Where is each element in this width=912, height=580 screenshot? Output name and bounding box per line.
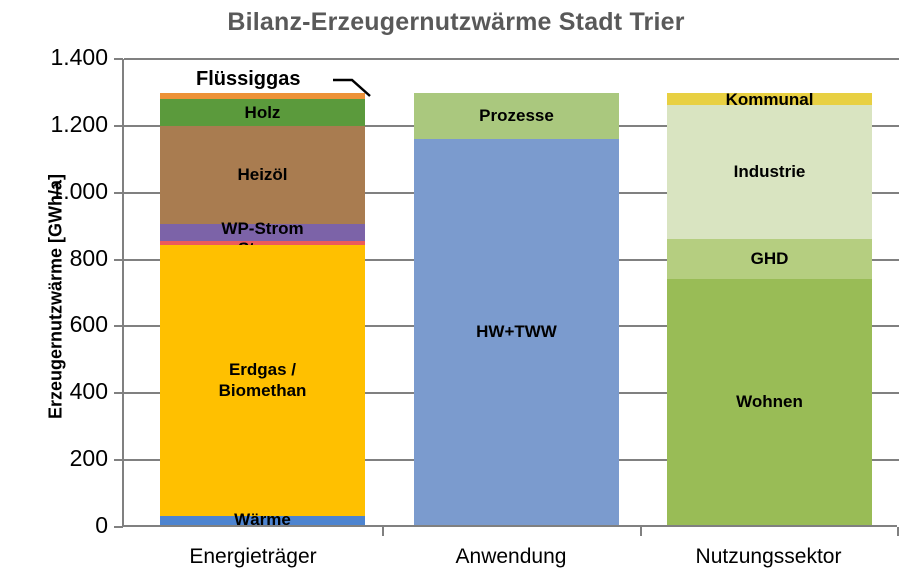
bar-segment-label: Wohnen — [736, 391, 803, 411]
x-tick-mark — [640, 527, 642, 536]
bar-segment[interactable]: Wohnen — [667, 278, 872, 525]
bar-segment[interactable]: Wärme — [160, 510, 365, 529]
y-tick-label: 600 — [69, 311, 108, 338]
y-tick-label: 200 — [69, 445, 108, 472]
bar-segment-label: Heizöl — [237, 165, 288, 185]
y-tick-label: 400 — [69, 378, 108, 405]
y-tick-label: 0 — [95, 512, 108, 538]
x-axis-label: Energieträger — [189, 545, 317, 568]
x-axis-label: Anwendung — [455, 545, 567, 568]
bar-segment[interactable]: Holz — [160, 99, 365, 127]
bar-segment[interactable]: WP-Strom — [160, 219, 365, 242]
x-axis-label: Nutzungssektor — [695, 545, 842, 568]
bar-segment[interactable]: Prozesse — [414, 92, 619, 139]
bar-segment[interactable] — [160, 93, 365, 100]
annotation-fluessiggas-label: Flüssiggas — [196, 68, 301, 90]
bar-segment-label: HW+TWW — [476, 321, 557, 341]
x-tick-mark — [382, 527, 384, 536]
y-tick-label: 1.400 — [50, 44, 108, 70]
bar-segment-label: Erdgas /Biomethan — [218, 359, 307, 400]
bar-segment[interactable]: Industrie — [667, 104, 872, 239]
y-tick-mark — [114, 58, 123, 60]
x-tick-mark — [897, 527, 899, 536]
bar-segment[interactable]: Erdgas /Biomethan — [160, 245, 365, 516]
y-tick-mark — [114, 526, 123, 528]
bar-segment[interactable]: Kommunal — [667, 90, 872, 109]
y-tick-label: 800 — [69, 244, 108, 271]
bar-segment-label: Holz — [244, 102, 281, 122]
bar-segment-label: GHD — [750, 248, 789, 268]
gridline — [124, 58, 899, 60]
y-tick-mark — [114, 191, 123, 194]
bar-segment-label: Prozesse — [479, 105, 554, 125]
y-tick-label: 1.200 — [50, 110, 108, 137]
y-tick-mark — [114, 325, 123, 328]
y-tick-mark — [114, 124, 123, 127]
bar-segment[interactable]: Heizöl — [160, 126, 365, 225]
y-tick-mark — [114, 392, 123, 395]
bar-segment[interactable]: GHD — [667, 238, 872, 279]
y-tick-mark — [114, 258, 123, 261]
bar-segment-label: Industrie — [733, 161, 806, 181]
y-tick-mark — [114, 459, 123, 462]
y-tick-label: 1.000 — [50, 177, 108, 204]
bar-segment[interactable]: HW+TWW — [414, 138, 619, 525]
chart-title: Bilanz-Erzeugernutzwärme Stadt Trier — [227, 8, 685, 36]
